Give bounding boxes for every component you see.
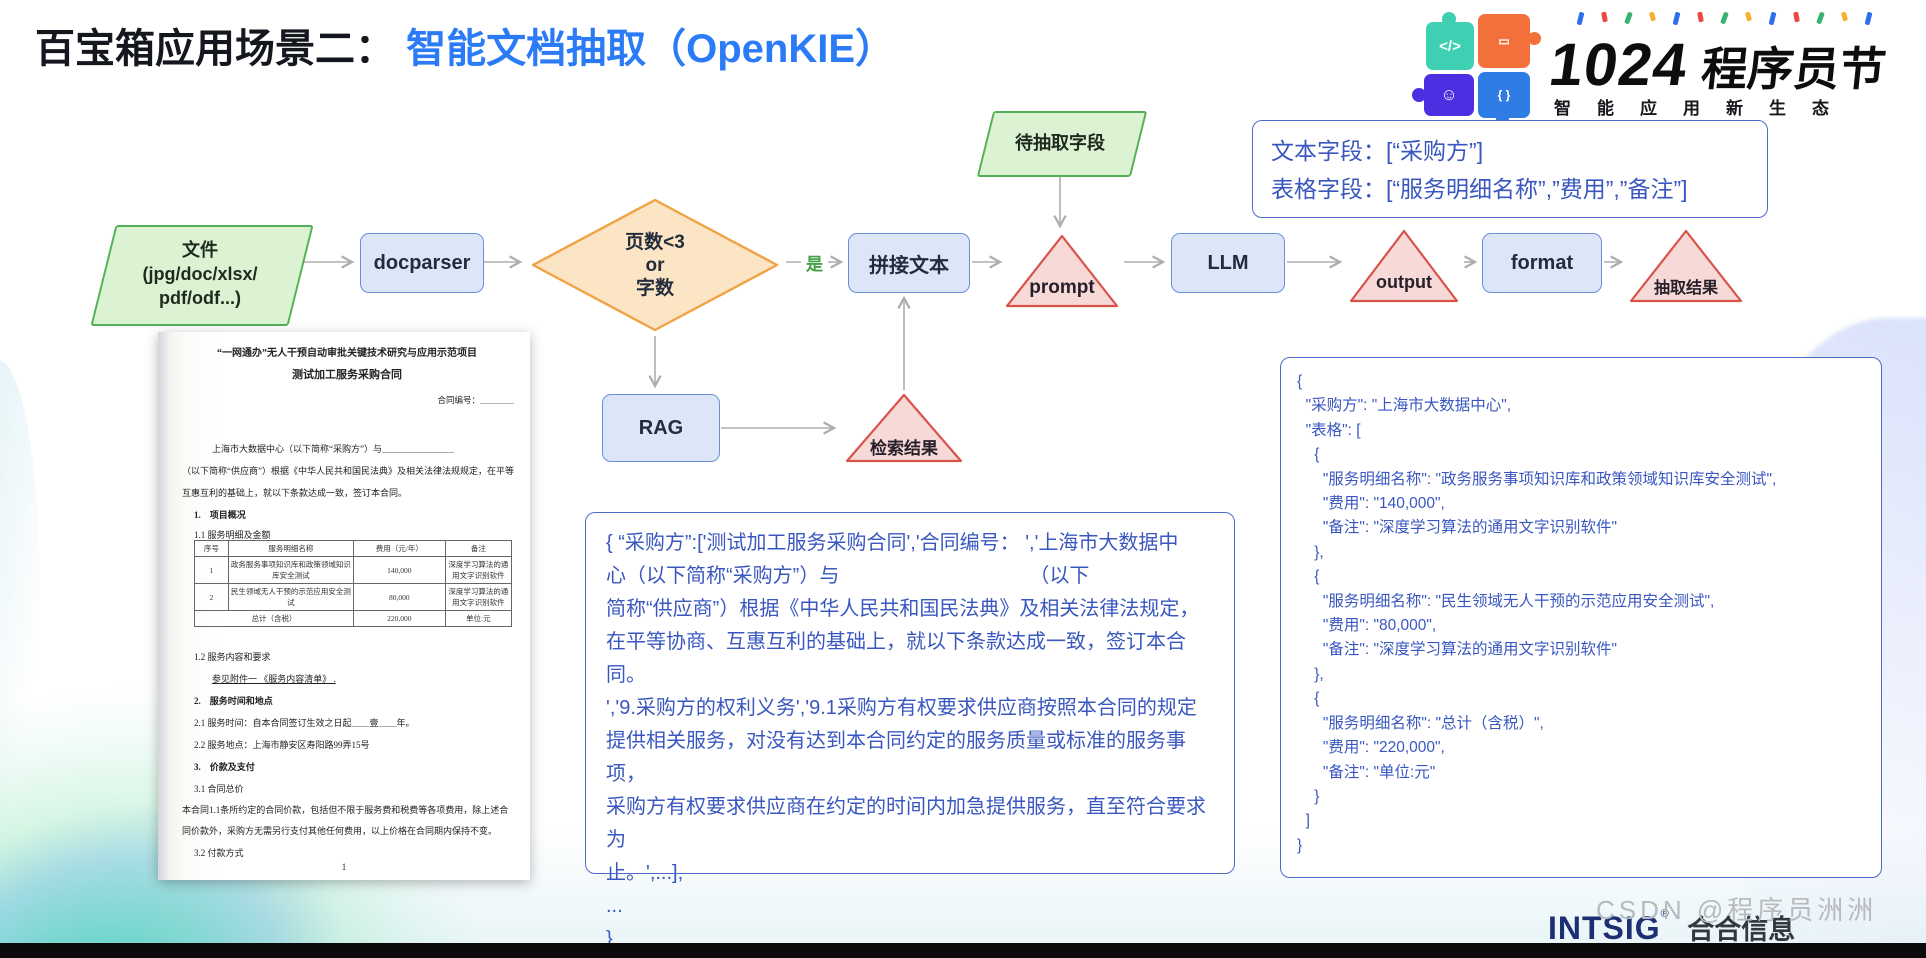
doc-section2-2: 2.2 服务地点：上海市静安区寿阳路99弄15号 bbox=[194, 740, 370, 750]
retrieval-result-triangle-shape bbox=[845, 393, 963, 463]
output-triangle-shape bbox=[1349, 229, 1459, 303]
doc-table-cell: 80,000 bbox=[352, 583, 446, 611]
doc-para1: 上海市大数据中心（以下简称“采购方”）与＿＿＿＿＿＿＿＿ bbox=[212, 444, 454, 454]
doc-table-cell: 民生领域无人干预的示范应用安全测试 bbox=[227, 583, 354, 611]
fields-definition-text-line: 文本字段：[“采购方”] bbox=[1271, 138, 1484, 164]
extract-result-triangle-shape bbox=[1629, 229, 1743, 303]
puzzle-nub-icon bbox=[1412, 88, 1426, 102]
page-title: 百宝箱应用场景二： 智能文档抽取（OpenKIE） bbox=[35, 16, 895, 74]
csdn-watermark: CSDN @程序员洲洲 bbox=[1596, 895, 1878, 925]
flow-node-output: output bbox=[1348, 228, 1460, 304]
flow-node-decision: 页数<3 or 字数 bbox=[530, 197, 780, 333]
table-row: 序号 服务明细名称 费用（元/年） 备注 bbox=[194, 540, 513, 557]
flow-node-fields-to-extract: 待抽取字段 bbox=[976, 111, 1148, 177]
doc-section3-1-body1: 本合同1.1条所约定的合同价款，包括但不限于服务费和税费等各项费用，除上述合 bbox=[182, 805, 509, 815]
file-node-label-line3: pdf/odf...) bbox=[159, 287, 241, 308]
flow-node-docparser: docparser bbox=[360, 233, 484, 293]
file-node-label-line2: (jpg/doc/xlsx/ bbox=[142, 263, 258, 284]
flow-node-concat-text: 拼接文本 bbox=[848, 233, 970, 293]
doc-table-cell: 深度学习算法的通用文字识别软件 bbox=[444, 583, 513, 611]
contract-document-preview: “一网通办”无人干预自动审批关键技术研究与应用示范项目 测试加工服务采购合同 合… bbox=[158, 332, 530, 880]
doc-table-footer-cell: 总计（含税） bbox=[194, 610, 354, 627]
doc-title-line2: 测试加工服务采购合同 bbox=[292, 369, 402, 381]
flow-node-extract-result: 抽取结果 bbox=[1628, 228, 1744, 304]
confetti-decoration bbox=[1576, 11, 1898, 26]
puzzle-tile-smiley-icon: ☺ bbox=[1424, 74, 1474, 116]
doc-contract-no: 合同编号：＿＿＿＿ bbox=[437, 395, 514, 405]
puzzle-logo-icon: </> ▭ ☺ { } bbox=[1400, 8, 1541, 125]
doc-table-cell: 政务服务事项知识库和政策领域知识库安全测试 bbox=[227, 556, 354, 584]
doc-table-header: 备注 bbox=[444, 540, 513, 557]
doc-section2-1: 2.1 服务时间：自本合同签订生效之日起＿＿壹＿＿年。 bbox=[194, 718, 415, 728]
event-logo: </> ▭ ☺ { } 1024 程序员节 智能应用新生态 bbox=[1400, 6, 1900, 125]
doc-section1-1: 1.1 服务明细及金额 bbox=[194, 530, 271, 540]
doc-title-line1: “一网通办”无人干预自动审批关键技术研究与应用示范项目 bbox=[217, 348, 477, 359]
decision-label-line3: 字数 bbox=[635, 277, 674, 299]
doc-section3-1-body2: 同价款外，采购方无需另行支付其他任何费用，以上价格在合同期内保持不变。 bbox=[182, 826, 498, 836]
doc-para2: （以下简称“供应商”）根据《中华人民共和国民法典》及相关法律法规规定，在平等协商… bbox=[182, 466, 514, 476]
doc-page-number: 1 bbox=[341, 862, 347, 872]
doc-table-header: 费用（元/年） bbox=[352, 540, 446, 557]
bottom-black-bar bbox=[0, 943, 1926, 958]
doc-table-footer-cell: 单位:元 bbox=[444, 610, 513, 627]
doc-table-cell: 深度学习算法的通用文字识别软件 bbox=[444, 556, 513, 584]
doc-table-footer-cell: 220,000 bbox=[352, 610, 446, 627]
puzzle-nub-icon bbox=[1528, 32, 1541, 45]
prompt-triangle-shape bbox=[1005, 234, 1119, 308]
file-node-label-line1: 文件 bbox=[182, 239, 218, 260]
doc-section3-1: 3.1 合同总价 bbox=[194, 784, 244, 794]
puzzle-tile-code-icon: </> bbox=[1426, 22, 1474, 70]
page-title-prefix: 百宝箱应用场景二： bbox=[35, 27, 395, 71]
doc-section2: 2. 服务时间和地点 bbox=[194, 696, 273, 706]
puzzle-tile-laptop-icon: ▭ bbox=[1478, 14, 1530, 68]
event-logo-name: 程序员节 bbox=[1698, 43, 1889, 95]
fields-definition-box: 文本字段：[“采购方”] 表格字段：[“服务明细名称”,”费用”,”备注”] bbox=[1252, 120, 1768, 218]
decision-yes-label: 是 bbox=[801, 250, 828, 275]
flow-node-file: 文件 (jpg/doc/xlsx/ pdf/odf...) bbox=[90, 225, 314, 326]
decision-diamond-shape bbox=[531, 198, 779, 332]
fields-to-extract-label: 待抽取字段 bbox=[1015, 133, 1105, 153]
fields-definition-table-line: 表格字段：[“服务明细名称”,”费用”,”备注”] bbox=[1271, 176, 1688, 202]
doc-section1-2-body: 参见附件一 《服务内容清单》 . bbox=[212, 674, 336, 684]
flow-node-rag: RAG bbox=[602, 394, 720, 462]
decision-label-line2: or bbox=[645, 254, 665, 276]
table-row: 总计（含税） 220,000 单位:元 bbox=[194, 610, 513, 627]
doc-table-cell: 1 bbox=[194, 556, 229, 584]
event-logo-text: 1024 程序员节 bbox=[1545, 30, 1889, 99]
page-title-highlight: 智能文档抽取（OpenKIE） bbox=[406, 27, 896, 71]
table-row: 2 民生领域无人干预的示范应用安全测试 80,000 深度学习算法的通用文字识别… bbox=[194, 583, 513, 611]
table-row: 1 政务服务事项知识库和政策领域知识库安全测试 140,000 深度学习算法的通… bbox=[194, 556, 513, 584]
doc-para3: 互惠互利的基础上，就以下条款达成一致，签订本合同。 bbox=[182, 488, 408, 498]
doc-section3-2: 3.2 付款方式 bbox=[194, 848, 244, 858]
doc-section3: 3. 价款及支付 bbox=[194, 762, 255, 772]
doc-service-table: 序号 服务明细名称 费用（元/年） 备注 1 政务服务事项知识库和政策领域知识库… bbox=[194, 540, 513, 627]
flow-node-retrieval-result: 检索结果 bbox=[844, 392, 964, 464]
retrieval-result-label: 检索结果 bbox=[870, 439, 938, 458]
event-logo-tagline: 智能应用新生态 bbox=[1554, 99, 1855, 118]
event-logo-number: 1024 bbox=[1545, 31, 1693, 98]
doc-table-cell: 140,000 bbox=[352, 556, 446, 584]
flow-node-llm: LLM bbox=[1171, 233, 1285, 293]
doc-table-header: 服务明细名称 bbox=[227, 540, 354, 557]
doc-section1-2: 1.2 服务内容和要求 bbox=[194, 652, 271, 662]
extraction-result-json-box: { "采购方": "上海市大数据中心", "表格": [ { "服务明细名称":… bbox=[1280, 357, 1882, 878]
parsed-text-box: { “采购方”:['测试加工服务采购合同','合同编号： ','上海市大数据中 … bbox=[585, 512, 1235, 950]
puzzle-tile-braces-icon: { } bbox=[1478, 72, 1530, 118]
flow-node-format: format bbox=[1482, 233, 1602, 293]
doc-section1: 1. 项目概况 bbox=[194, 510, 246, 520]
doc-table-header: 序号 bbox=[194, 540, 229, 557]
doc-table-cell: 2 bbox=[194, 583, 229, 611]
flow-node-prompt: prompt bbox=[1004, 233, 1120, 309]
decision-label-line1: 页数<3 bbox=[625, 231, 685, 253]
output-label: output bbox=[1376, 272, 1432, 292]
prompt-label: prompt bbox=[1029, 277, 1095, 298]
extract-result-label: 抽取结果 bbox=[1653, 280, 1718, 297]
